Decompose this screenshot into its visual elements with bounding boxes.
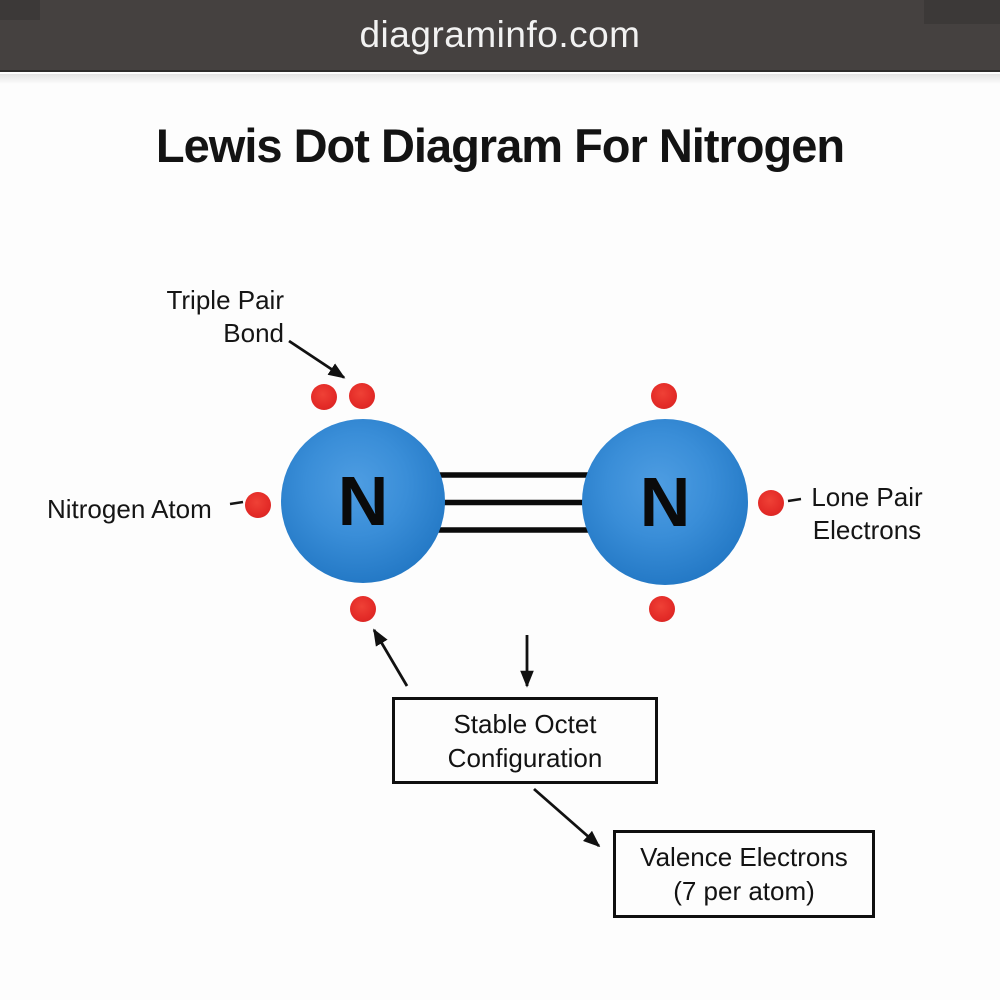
stable-octet-box: Stable Octet Configuration (392, 697, 658, 784)
site-title: diagraminfo.com (359, 14, 641, 55)
page-title: Lewis Dot Diagram For Nitrogen (155, 119, 845, 172)
nitrogen-atom-pointer-dash (229, 500, 244, 506)
electron-dot (349, 383, 375, 409)
triple-bond-arrow (288, 339, 346, 379)
electron-dot (651, 383, 677, 409)
lone-pair-label-line1: Lone Pair (811, 482, 923, 512)
lone-pair-pointer-dash (787, 497, 802, 503)
electron-dot (758, 490, 784, 516)
header-shadow (0, 74, 1000, 84)
electron-dot (649, 596, 675, 622)
header-corner-shade-left (0, 0, 40, 20)
atom-symbol-right: N (639, 463, 691, 541)
atom-symbol-left: N (337, 462, 389, 540)
nitrogen-atom-label: Nitrogen Atom (47, 494, 212, 524)
header-corner-shade-right (924, 0, 1000, 24)
valence-electrons-box: Valence Electrons (7 per atom) (613, 830, 875, 918)
nitrogen-atom-right: N (582, 419, 748, 585)
valence-electrons-line1: Valence Electrons (640, 842, 848, 872)
nitrogen-atom-left: N (281, 419, 445, 583)
electron-dot (311, 384, 337, 410)
lone-pair-electrons-label: Lone Pair Electrons (806, 481, 928, 547)
stable-octet-line1: Stable Octet (453, 708, 597, 739)
octet-to-valence-arrow (533, 787, 601, 848)
octet-to-dot-arrow (372, 628, 409, 687)
electron-dot (350, 596, 376, 622)
valence-electrons-line2: (7 per atom) (673, 876, 815, 906)
electron-dot (245, 492, 271, 518)
triple-pair-bond-label-line2: Bond (223, 318, 284, 348)
triple-pair-bond-label: Triple Pair Bond (166, 284, 284, 350)
triple-pair-bond-label-line1: Triple Pair (166, 285, 284, 315)
stable-octet-line2: Configuration (447, 742, 603, 773)
site-header: diagraminfo.com (0, 0, 1000, 72)
lone-pair-label-line2: Electrons (812, 515, 922, 545)
